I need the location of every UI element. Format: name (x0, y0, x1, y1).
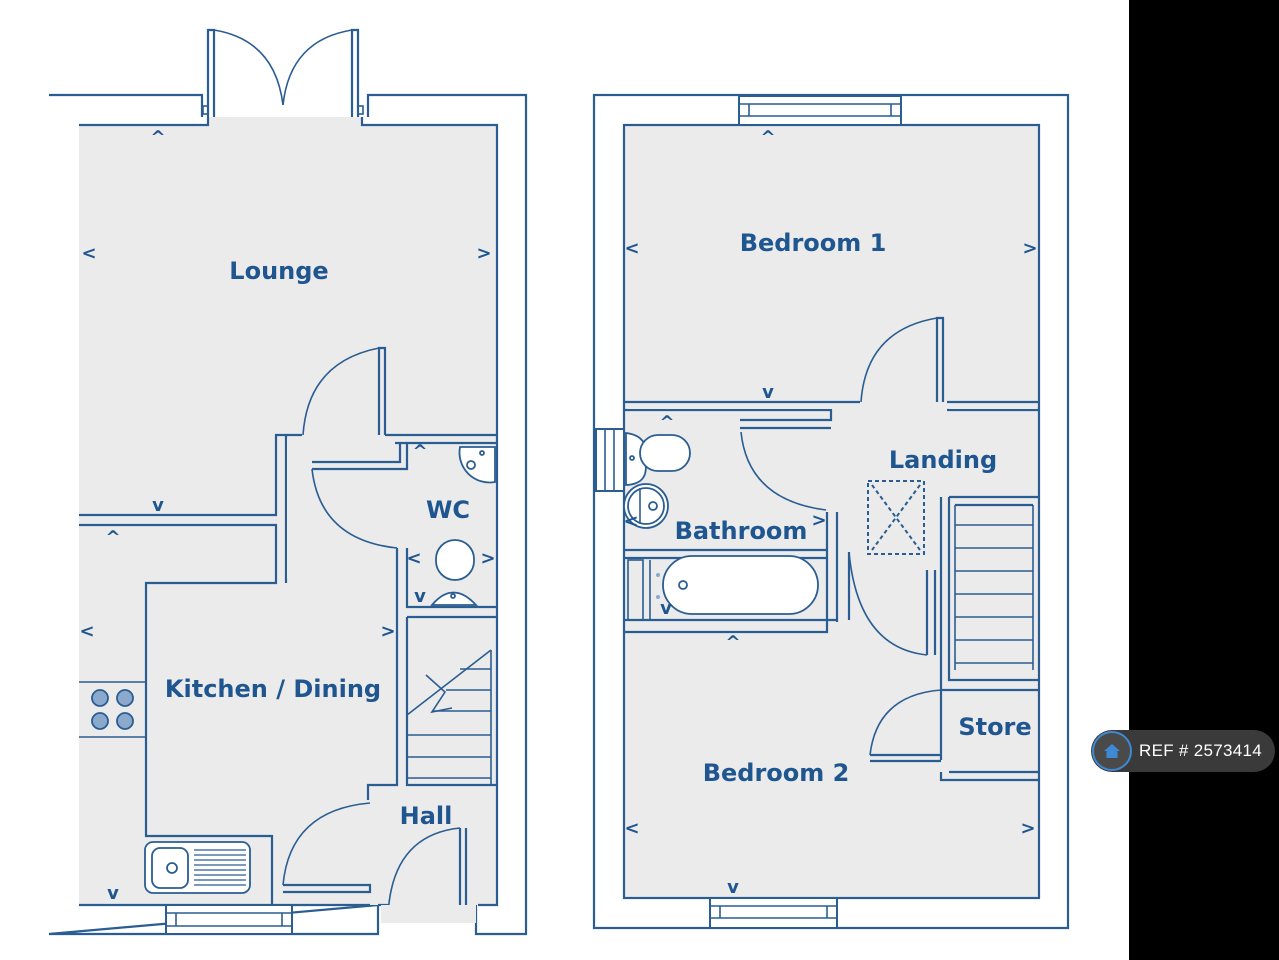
room-label-lounge: Lounge (229, 257, 328, 285)
bathroom-toilet (625, 431, 691, 486)
dim-marker-left: < (81, 243, 96, 264)
lounge-door (377, 346, 387, 435)
lounge-kitchen-partition (79, 433, 302, 905)
reference-badge[interactable]: REF # 2573414 (1091, 730, 1275, 772)
wc-walls (312, 433, 497, 800)
wc-door (311, 468, 398, 549)
dim-marker-down: v (107, 883, 119, 904)
dim-marker-right: > (380, 621, 395, 642)
dim-marker-down: v (152, 495, 164, 516)
bathroom-basin (623, 483, 669, 529)
dim-marker-up: ^ (760, 127, 775, 148)
dim-marker-up: ^ (412, 441, 427, 462)
first-floor-stairs (939, 495, 1039, 692)
dim-marker-right: > (1020, 818, 1035, 839)
bedroom1-window (738, 95, 902, 126)
dim-marker-up: ^ (725, 632, 740, 653)
dim-marker-right: > (480, 548, 495, 569)
ground-floor-inner-wall (79, 117, 499, 907)
dim-marker-left: < (406, 548, 421, 569)
dim-marker-right: > (1022, 238, 1037, 259)
ground-floor-stairs (406, 649, 492, 785)
room-label-bedroom-2: Bedroom 2 (703, 759, 850, 787)
dim-marker-left: < (623, 511, 638, 532)
bedroom1-door (860, 317, 938, 403)
dim-marker-left: < (624, 818, 639, 839)
bathroom-east-wall (624, 512, 851, 634)
loft-hatch (867, 480, 925, 555)
bathroom-window (595, 428, 625, 492)
wc-toilet (430, 539, 479, 606)
kitchen-sink (144, 841, 251, 894)
room-label-store: Store (958, 713, 1031, 741)
dim-marker-down: v (727, 877, 739, 898)
dim-marker-right: > (811, 510, 826, 531)
bathroom-door (740, 431, 827, 511)
dim-marker-left: < (624, 238, 639, 259)
floorplan-svg: Lounge WC Kitchen / Dining Hall ^ v < > … (48, 28, 1070, 936)
room-label-kitchen-dining: Kitchen / Dining (165, 675, 381, 703)
french-doors (202, 28, 364, 117)
dim-marker-down: v (414, 586, 426, 607)
bedroom2-window (709, 897, 838, 929)
kitchen-hall-door (283, 883, 372, 894)
room-label-wc: WC (426, 496, 470, 524)
room-label-hall: Hall (400, 802, 453, 830)
dim-marker-right: > (476, 243, 491, 264)
first-floor-dimension-markers: ^ v < > ^ v < > ^ v < > (623, 127, 1037, 898)
kitchen-window (165, 904, 293, 935)
room-label-landing: Landing (889, 446, 997, 474)
bedroom2-door (848, 551, 928, 656)
ground-floor-dimension-markers: ^ v < > ^ v < > ^ v < > (79, 127, 495, 904)
dim-marker-up: ^ (659, 412, 674, 433)
floorplan-canvas: Lounge WC Kitchen / Dining Hall ^ v < > … (0, 0, 1129, 960)
ground-floor: Lounge WC Kitchen / Dining Hall ^ v < > … (48, 28, 528, 936)
home-icon (1092, 731, 1132, 771)
store-walls (869, 689, 1039, 782)
reference-number: REF # 2573414 (1139, 741, 1262, 760)
dim-marker-up: ^ (150, 127, 165, 148)
bedroom1-partition (624, 400, 1039, 430)
room-label-bathroom: Bathroom (675, 517, 808, 545)
dim-marker-left: < (79, 621, 94, 642)
wc-basin (458, 446, 496, 484)
dim-marker-up: ^ (105, 527, 120, 548)
hob (79, 681, 146, 738)
first-floor: Bedroom 1 Landing Bathroom Store Bedroom… (592, 93, 1070, 930)
dim-marker-down: v (762, 382, 774, 403)
dim-marker-down: v (660, 598, 672, 619)
room-label-bedroom-1: Bedroom 1 (740, 229, 887, 257)
bath (624, 548, 827, 621)
store-door (869, 689, 942, 756)
